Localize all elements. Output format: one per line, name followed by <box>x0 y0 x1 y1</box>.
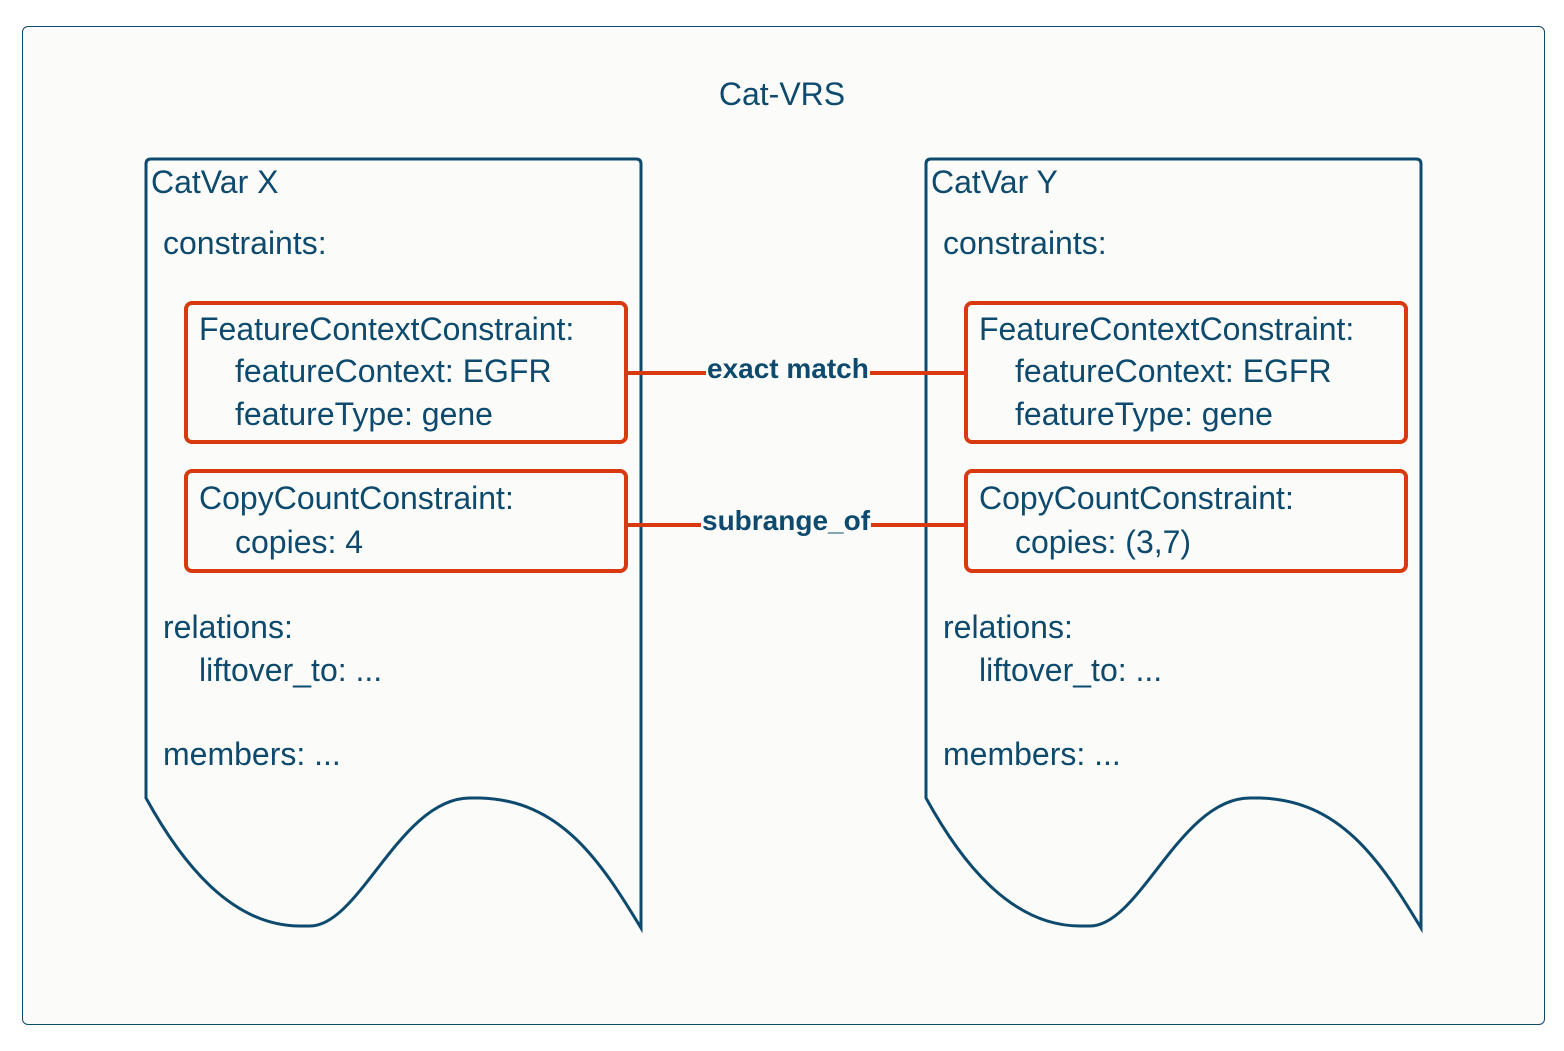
catvar-x-liftover: liftover_to: ... <box>199 652 383 688</box>
catvar-x-feature-context: featureContext: EGFR <box>235 353 552 389</box>
catvar-x-feature-type: featureType: gene <box>235 396 493 432</box>
exact-match-label: exact match <box>706 353 870 384</box>
catvar-y-feature-type: featureType: gene <box>1015 396 1273 432</box>
catvar-y-liftover: liftover_to: ... <box>979 652 1163 688</box>
catvar-y-members: members: ... <box>943 736 1121 772</box>
catvar-x-copycount-constraint-box <box>184 469 628 573</box>
catvar-y-feature-context: featureContext: EGFR <box>1015 353 1332 389</box>
subrange-of-label: subrange_of <box>701 505 872 536</box>
catvar-y-feature-constraint-heading: FeatureContextConstraint: <box>979 311 1355 347</box>
catvar-y-copies: copies: (3,7) <box>1015 524 1192 560</box>
catvar-x-constraints-label: constraints: <box>163 225 327 261</box>
catvar-x-members: members: ... <box>163 736 341 772</box>
catvar-x-copycount-heading: CopyCountConstraint: <box>199 480 514 516</box>
catvar-y-copycount-constraint-box <box>964 469 1408 573</box>
diagram-title: Cat-VRS <box>718 76 846 112</box>
catvar-x-name: CatVar X <box>151 164 279 200</box>
catvar-y-name: CatVar Y <box>931 164 1058 200</box>
catvar-y-feature-constraint-box <box>964 301 1408 444</box>
catvar-y-constraints-label: constraints: <box>943 225 1107 261</box>
catvar-x-feature-constraint-heading: FeatureContextConstraint: <box>199 311 575 347</box>
catvar-x-copies: copies: 4 <box>235 524 364 560</box>
catvar-x-relations-label: relations: <box>163 609 293 645</box>
catvar-y-copycount-heading: CopyCountConstraint: <box>979 480 1294 516</box>
catvar-y-relations-label: relations: <box>943 609 1073 645</box>
catvar-x-feature-constraint-box <box>184 301 628 444</box>
